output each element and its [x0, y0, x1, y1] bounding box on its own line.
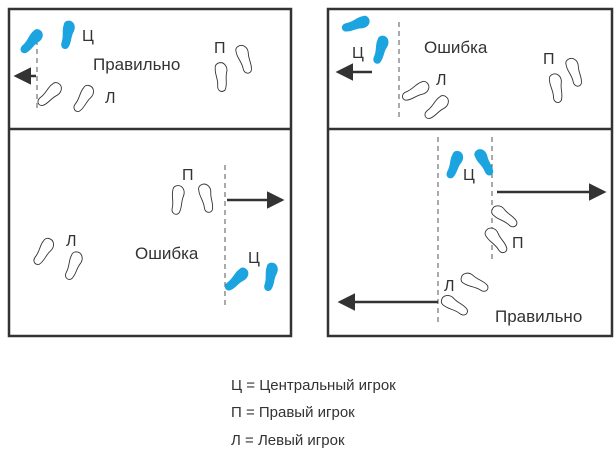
center-label: Ц — [463, 167, 475, 184]
legend-left: Л = Левый игрок — [231, 432, 345, 449]
verdict-text: Ошибка — [135, 244, 199, 263]
left-label: Л — [66, 233, 77, 250]
left-player-footprint — [399, 78, 432, 105]
verdict-text: Ошибка — [424, 38, 488, 57]
verdict-text: Правильно — [495, 307, 582, 326]
verdict-text: Правильно — [93, 55, 180, 74]
center-player-footprint — [59, 19, 76, 51]
legend-center: Ц = Центральный игрок — [231, 377, 396, 394]
right-player-footprint — [214, 61, 230, 93]
panel-error-top-right: Ц Ошибка Л П — [335, 14, 586, 123]
right-label: П — [182, 167, 194, 184]
center-player-footprint — [340, 14, 372, 36]
center-player-footprint — [222, 265, 252, 295]
right-player-footprint — [233, 43, 256, 76]
right-label: П — [543, 51, 555, 68]
left-player-footprint — [70, 82, 97, 115]
center-label: Ц — [248, 250, 260, 267]
center-player-footprint — [18, 26, 46, 57]
center-player-footprint — [262, 261, 279, 293]
left-player-footprint — [34, 79, 65, 110]
left-player-footprint — [62, 249, 85, 282]
left-player-footprint — [438, 292, 471, 319]
center-label: Ц — [352, 45, 364, 62]
panel-correct-bottom-right: Ц П Л Правильно — [337, 137, 607, 326]
left-label: Л — [436, 72, 447, 89]
right-diagram: Ц Ошибка Л П Ц П Л Правильно — [326, 7, 614, 338]
right-player-footprint — [170, 184, 186, 216]
left-player-footprint — [458, 270, 491, 295]
right-player-footprint — [196, 182, 217, 214]
right-label: П — [512, 235, 524, 252]
right-player-footprint — [489, 202, 521, 230]
right-player-footprint — [563, 56, 586, 89]
right-label: П — [214, 40, 226, 57]
left-player-footprint — [30, 235, 57, 268]
court-frame — [7, 7, 293, 338]
court-frame — [326, 7, 614, 338]
left-label: Л — [444, 278, 455, 295]
panel-correct-top-left: Ц Правильно Л П — [13, 19, 256, 115]
right-player-footprint — [482, 224, 511, 256]
left-diagram: Ц Правильно Л П П Л Ошибка Ц — [7, 7, 293, 338]
left-player-footprint — [421, 92, 452, 123]
center-player-footprint — [371, 34, 391, 66]
legend: Ц = Центральный игрок П = Правый игрок Л… — [231, 377, 396, 449]
panel-error-bottom-left: П Л Ошибка Ц — [30, 165, 285, 307]
center-player-footprint — [472, 146, 497, 178]
center-label: Ц — [82, 28, 94, 45]
right-player-footprint — [547, 72, 566, 104]
center-player-footprint — [444, 149, 466, 181]
left-label: Л — [105, 90, 116, 107]
legend-right: П = Правый игрок — [231, 404, 355, 421]
